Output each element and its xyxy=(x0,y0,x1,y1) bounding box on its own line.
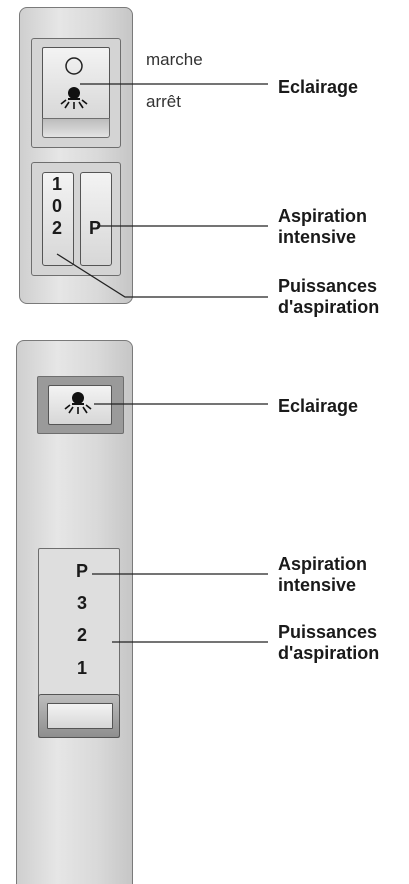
lighting-callout-label: Eclairage xyxy=(278,77,359,97)
power-callout-line2-bottom: d'aspiration xyxy=(278,643,380,663)
boost-letter: P xyxy=(88,218,101,238)
scale-label-2: 2 xyxy=(76,625,87,645)
speed-digit-2: 2 xyxy=(51,218,62,238)
circle-icon xyxy=(64,56,84,81)
power-callout-line1-bottom: Puissances xyxy=(278,622,378,642)
power-slider-knob-face[interactable] xyxy=(47,703,113,729)
switch-off-label: arrêt xyxy=(146,92,181,111)
speed-digit-1: 1 xyxy=(51,174,62,194)
boost-callout-line2: intensive xyxy=(278,227,357,247)
speed-digit-0: 0 xyxy=(51,196,62,216)
lamp-icon xyxy=(60,85,88,116)
scale-label-1: 1 xyxy=(76,658,87,678)
lighting-rocker-base xyxy=(42,118,110,138)
speed-rocker-switch[interactable] xyxy=(42,172,74,266)
boost-callout-line1: Aspiration xyxy=(278,206,368,226)
lighting-callout-label-bottom: Eclairage xyxy=(278,396,359,416)
power-callout-line2: d'aspiration xyxy=(278,297,380,317)
scale-label-3: 3 xyxy=(76,593,87,613)
power-callout-line1: Puissances xyxy=(278,276,378,296)
switch-on-label: marche xyxy=(146,50,203,69)
boost-button[interactable] xyxy=(80,172,112,266)
scale-label-p: P xyxy=(75,561,88,581)
boost-callout-line1-bottom: Aspiration xyxy=(278,554,368,574)
boost-callout-line2-bottom: intensive xyxy=(278,575,357,595)
lamp-icon xyxy=(64,390,92,421)
